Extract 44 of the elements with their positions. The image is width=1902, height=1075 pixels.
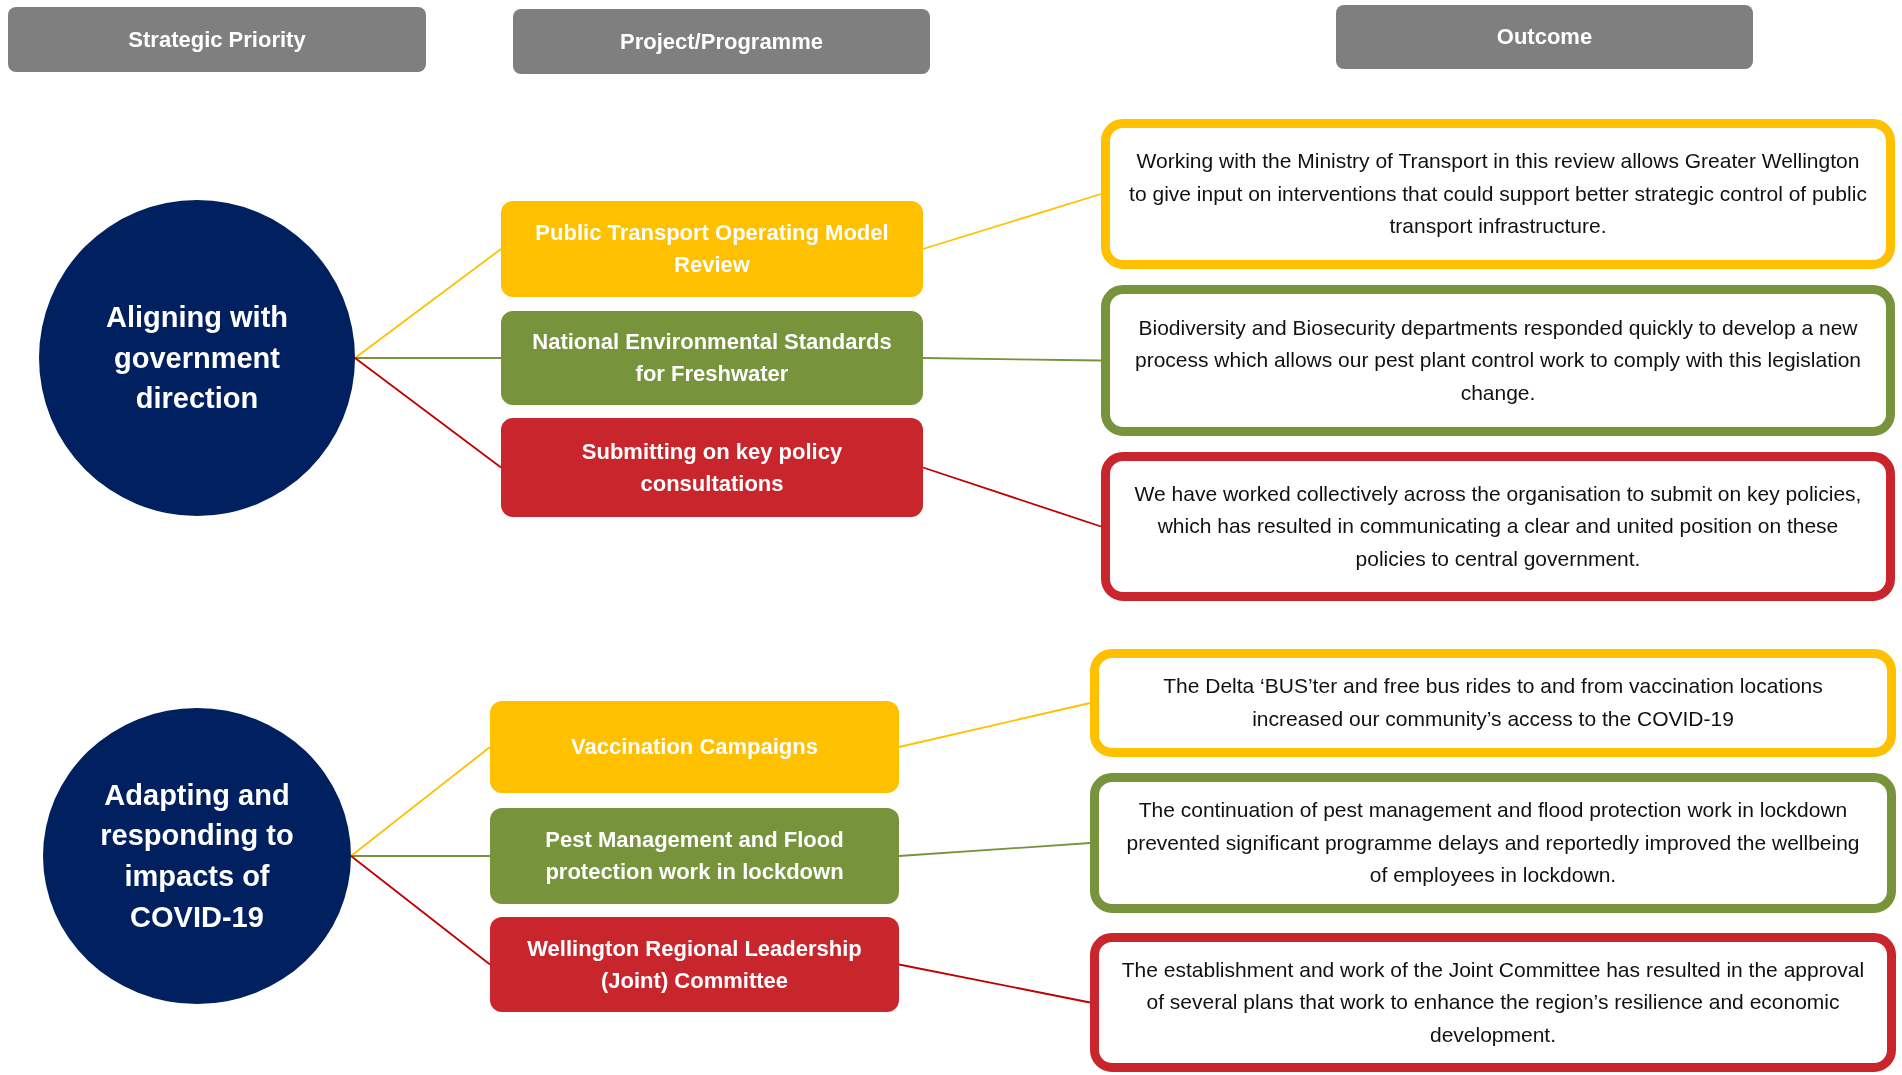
priority-text: Adapting and responding to impacts of COVID-19 bbox=[99, 777, 295, 935]
outcome-box bbox=[1101, 285, 1895, 436]
connector-line bbox=[922, 357, 1102, 362]
project-box bbox=[501, 418, 923, 517]
project-box bbox=[501, 311, 923, 405]
header-text: Outcome bbox=[1496, 24, 1593, 50]
project-name: National Environmental Standards for Freshwater bbox=[531, 328, 893, 388]
connector-line bbox=[350, 855, 491, 857]
project-name: Submitting on key policy consultations bbox=[580, 437, 844, 498]
project-box bbox=[490, 701, 899, 793]
column-header bbox=[8, 7, 426, 72]
project-name: Public Transport Operating Model Review bbox=[534, 219, 890, 279]
connector-line bbox=[922, 466, 1102, 528]
outcome-box bbox=[1090, 649, 1896, 757]
connector-line bbox=[898, 842, 1091, 857]
outcome-text: Working with the Ministry of Transport in this review allows Greater Wellington to give input on interventions that could support better strategic control of public transport infrastructure. bbox=[1128, 148, 1868, 240]
connector-line bbox=[898, 702, 1091, 748]
outcome-text: The Delta ‘BUS’ter and free bus rides to and from vaccination locations increased our community’s access to the COVID-19 bbox=[1162, 673, 1824, 732]
project-box bbox=[501, 201, 923, 297]
outcome-box bbox=[1101, 452, 1895, 601]
connector-line bbox=[350, 855, 491, 966]
outcome-text: Biodiversity and Biosecurity departments responded quickly to develop a new process which allows our pest plant control work to comply with this legislation change. bbox=[1134, 314, 1862, 406]
column-header bbox=[1336, 5, 1753, 69]
priority-text: Aligning with government direction bbox=[105, 300, 289, 417]
column-header bbox=[513, 9, 930, 74]
outcome-box bbox=[1090, 773, 1896, 913]
outcome-text: The continuation of pest management and flood protection work in lockdown prevented significant programme delays and reportedly improved the wellbeing of employees in lockdown. bbox=[1125, 797, 1861, 889]
connector-line bbox=[354, 357, 502, 469]
outcome-text: The establishment and work of the Joint Committee has resulted in the approval of several plans that work to enhance the region’s resilience and economic development. bbox=[1120, 956, 1866, 1048]
outcome-box bbox=[1101, 119, 1895, 269]
project-name: Wellington Regional Leadership (Joint) Committee bbox=[526, 934, 863, 995]
project-name: Vaccination Campaigns bbox=[571, 733, 818, 762]
connector-line bbox=[922, 193, 1102, 250]
project-box bbox=[490, 917, 899, 1012]
header-text: Project/Programme bbox=[620, 28, 823, 55]
header-text: Strategic Priority bbox=[128, 26, 306, 53]
connector-line bbox=[350, 746, 491, 857]
outcome-text: We have worked collectively across the organisation to submit on key policies, which has resulted in communicating a clear and united position on these policies to central government. bbox=[1133, 480, 1863, 572]
connector-line bbox=[354, 248, 502, 359]
project-box bbox=[490, 808, 899, 904]
connector-line bbox=[354, 357, 502, 359]
connector-line bbox=[898, 963, 1091, 1004]
project-name: Pest Management and Flood protection work in lockdown bbox=[544, 826, 845, 886]
outcome-box bbox=[1090, 933, 1896, 1072]
